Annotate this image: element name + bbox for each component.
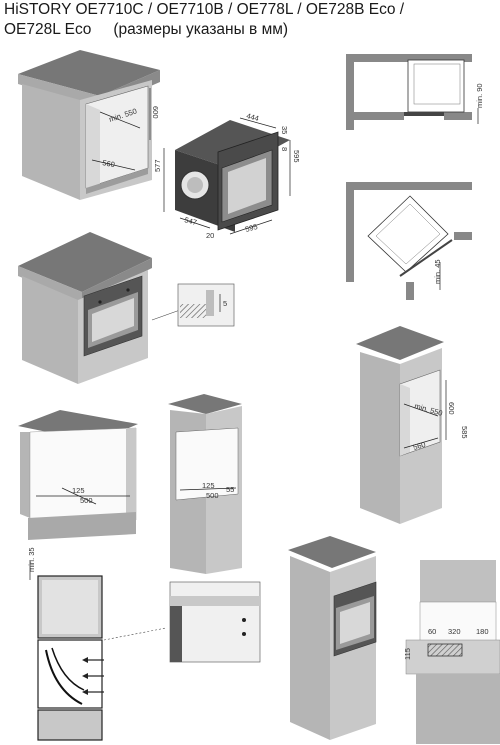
dim-corner-min90: min. 90 [475,83,484,108]
dim-oven-547: 547 [183,215,197,227]
under-counter-ventilation-diagram: 125 500 [18,410,138,540]
column-ventilation-diagram: 125 500 55 [168,394,242,574]
ventilation-opening-diagram: 60 320 180 115 [403,560,500,744]
dim-vent-320: 320 [448,627,461,636]
tall-cabinet-installed-diagram [288,536,377,740]
dim-vent-180: 180 [476,627,489,636]
dim-tall1-560: 560 [412,440,427,452]
title-model: OE728L Eco [4,21,92,38]
document-title: HiSTORY OE7710C / OE7710B / OE778L / OE7… [4,0,496,40]
dim-under-125: 125 [72,486,85,495]
dim-vent-60: 60 [428,627,436,636]
dim-oven-595-h: 595 [292,150,301,163]
dim-col-500: 500 [206,491,219,500]
oven-dimensions-diagram: 444 35 8 577 595 547 20 595 [153,111,301,240]
dim-cab1-560: 560 [102,158,116,169]
title-line-1: HiSTORY OE7710C / OE7710B / OE778L / OE7… [4,1,405,18]
dim-corner-min45: min. 45 [433,259,442,284]
dim-col-125: 125 [202,481,215,490]
base-cabinet-installed-diagram [18,232,152,384]
dim-oven-20: 20 [206,231,214,240]
side-section-airflow-diagram: min. 35 [27,547,167,741]
dim-col-55: 55 [226,485,234,494]
dim-oven-577: 577 [153,159,162,172]
dim-vent-115: 115 [403,648,412,660]
dim-oven-35: 35 [280,126,289,134]
title-line-2: OE728L Eco (размеры указаны в мм) [4,20,496,40]
dim-oven-595-w: 595 [244,222,258,234]
mounting-screws-detail-diagram [169,581,261,663]
corner-angled-view-diagram: min. 45 [346,182,472,300]
mounting-detail-diagram: 5 [151,283,235,327]
dim-detail-5: 5 [223,299,227,308]
dim-oven-8: 8 [280,147,289,151]
base-cabinet-cutout-diagram: min. 550 560 600 [18,50,160,200]
dim-cab1-600: 600 [151,106,160,119]
dim-tall1-585: 585 [460,426,469,439]
dim-oven-444: 444 [245,111,259,123]
title-subtitle: (размеры указаны в мм) [113,21,289,38]
tall-cabinet-cutout-diagram: min. 550 600 560 585 [356,326,469,524]
corner-top-view-diagram: min. 90 [346,54,484,130]
dim-side-35: min. 35 [27,547,36,572]
dim-under-500: 500 [80,496,93,505]
dim-tall1-600: 600 [447,402,456,415]
